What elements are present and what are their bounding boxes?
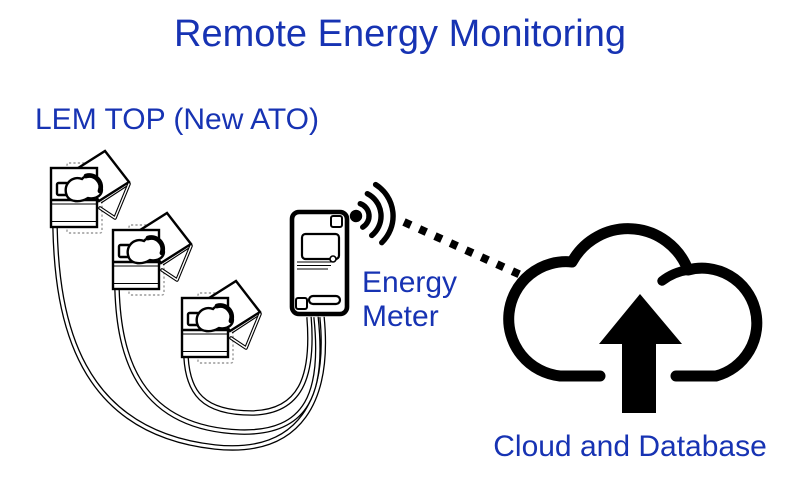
upload-arrow	[599, 294, 682, 413]
meter-led	[329, 255, 337, 263]
current-clamp-sensor-icon	[51, 151, 129, 233]
cable-2-inner	[115, 288, 320, 434]
wifi-dot	[349, 209, 363, 223]
wifi-arc-2	[364, 190, 384, 239]
meter-corner-tab-bottom	[295, 297, 308, 310]
wireless-dotted-link	[402, 218, 536, 285]
cloud-database-label: Cloud and Database	[493, 430, 767, 463]
sensor-cables	[52, 226, 327, 451]
current-clamp-sensor-icon	[113, 213, 191, 295]
cloud-upload-icon	[503, 223, 763, 413]
meter-slot	[307, 294, 342, 306]
current-clamp-sensor-icon	[182, 281, 260, 363]
cable-1-inner	[53, 226, 325, 450]
meter-display	[300, 232, 341, 261]
wifi-arc-3	[372, 181, 396, 246]
sensor-group-label: LEM TOP (New ATO)	[35, 103, 319, 136]
cloud-outline	[503, 223, 763, 382]
cable-3-inner	[184, 316, 312, 415]
energy-meter-label: Energy Meter	[362, 266, 458, 333]
wifi-arc-1	[357, 200, 372, 230]
wifi-signal-icon	[349, 181, 396, 246]
page-title: Remote Energy Monitoring	[174, 13, 626, 55]
cloud-notch	[657, 265, 693, 286]
energy-meter-icon	[289, 209, 350, 317]
meter-corner-tab-top	[330, 215, 343, 228]
